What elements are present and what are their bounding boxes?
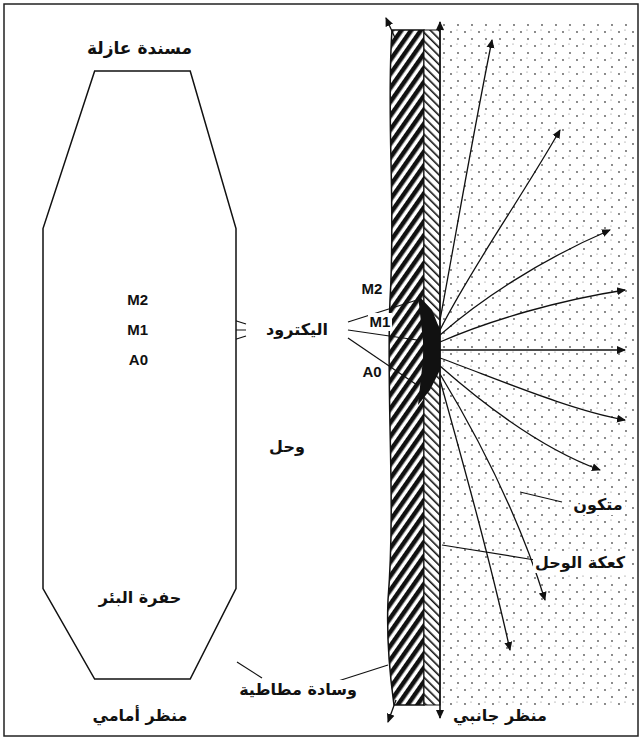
pad-arrow bbox=[388, 700, 396, 722]
electrode-name: M2 bbox=[125, 291, 150, 309]
pad-heading: مسندة عازلة bbox=[85, 38, 194, 58]
view-title: منظر جانبي bbox=[451, 706, 549, 725]
part-label: متكون bbox=[571, 495, 624, 514]
electrode-side bbox=[418, 295, 440, 405]
part-label: اليكترود bbox=[264, 320, 330, 339]
wall-line bbox=[439, 22, 441, 368]
formation-texture bbox=[441, 20, 635, 710]
part-label: وسادة مطاطية bbox=[237, 680, 359, 699]
electrode-name: A0 bbox=[360, 363, 383, 381]
pad-arrow bbox=[386, 18, 396, 40]
electrode-name: M2 bbox=[360, 280, 385, 298]
view-title: منظر أمامي bbox=[90, 706, 189, 725]
frame bbox=[4, 4, 638, 736]
part-label: كعكة الوحل bbox=[533, 553, 627, 572]
part-label: حفرة البئر bbox=[97, 588, 184, 607]
wall-line bbox=[439, 368, 441, 718]
electrode-name: M1 bbox=[368, 313, 393, 331]
rubber-pad bbox=[388, 30, 424, 705]
part-label: وحل bbox=[267, 437, 307, 456]
electrode-name: A0 bbox=[127, 351, 150, 369]
electrode-name: M1 bbox=[125, 321, 150, 339]
